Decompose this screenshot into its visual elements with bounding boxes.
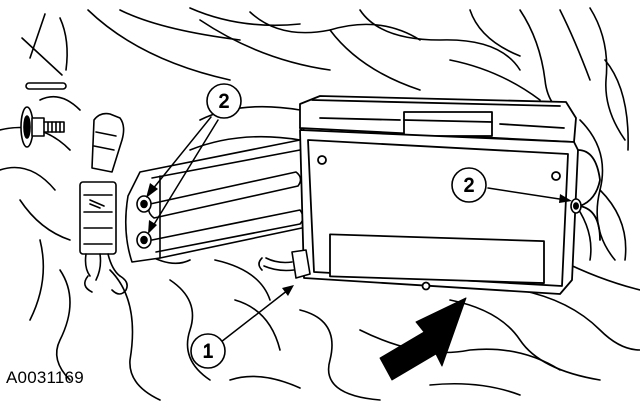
electronic-control-module — [299, 95, 601, 295]
mounting-bracket — [124, 124, 331, 263]
view-direction-arrow — [379, 297, 467, 381]
arrowhead-bracket-upper — [146, 183, 158, 198]
callout-label: 2 — [219, 92, 230, 113]
callout-label: 2 — [464, 176, 475, 197]
leader-arrows — [151, 116, 567, 343]
leader-module-nut — [487, 187, 567, 201]
callout-module-nut: 2 — [451, 167, 487, 203]
module-nut — [570, 198, 582, 214]
callout-label: 1 — [203, 342, 214, 363]
arrowhead-connector — [282, 285, 294, 296]
figure-reference-number: A0031169 — [6, 368, 84, 387]
leader-connector — [220, 289, 289, 343]
bracket-nut-lower — [136, 231, 152, 249]
arrowhead-bracket-lower — [148, 220, 157, 234]
wiring-harness-connector — [79, 112, 128, 295]
loose-bolt-with-washer — [20, 82, 67, 148]
callout-module-connector: 1 — [190, 333, 226, 369]
arrowhead-module-nut — [559, 194, 572, 203]
module-electrical-connector — [258, 249, 311, 279]
leader-bracket-lower — [152, 119, 219, 227]
callout-bracket-nuts: 2 — [206, 83, 242, 119]
arrowheads — [146, 183, 572, 296]
leader-bracket-upper — [151, 116, 212, 191]
bracket-nut-upper — [136, 195, 152, 213]
vehicle-structure-contours — [0, 7, 640, 401]
